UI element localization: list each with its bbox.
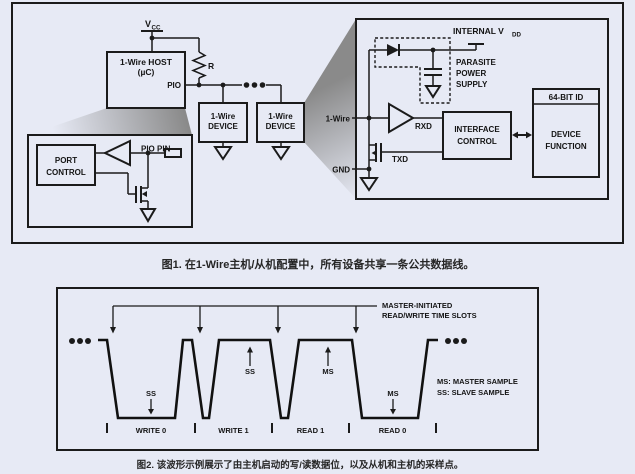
legend-master-sample: MS: MASTER SAMPLE — [437, 377, 518, 386]
host-box — [106, 51, 186, 109]
host-mosfet-arrow — [141, 191, 147, 197]
timeslot-title-line1: MASTER-INITIATED — [382, 301, 453, 310]
host-detail-ground-icon — [139, 208, 157, 223]
figure1-border — [11, 2, 624, 244]
slot-tick-marks — [106, 423, 437, 433]
device-function-box — [532, 88, 600, 178]
port-control-box — [36, 144, 96, 186]
sample-point-ss-write1: SS — [245, 346, 255, 376]
host-mosfet-icon — [135, 186, 142, 203]
txd-mosfet-arrow — [371, 150, 376, 156]
device1-box — [198, 102, 248, 143]
host-pio-pin-label: PIO — [167, 81, 181, 90]
figure2-border — [56, 287, 539, 451]
slot-label-write1: WRITE 1 — [218, 426, 248, 435]
slot-label-read1: READ 1 — [297, 426, 325, 435]
zoom-wedge-left — [28, 108, 192, 135]
rxd-label: RXD — [415, 122, 432, 131]
svg-text:MS: MS — [387, 389, 398, 398]
internal-vdd-sub: DD — [512, 32, 521, 39]
port-control-line1: PORT — [55, 156, 77, 165]
pullup-resistor-icon — [191, 51, 207, 79]
figure1-caption: 图1. 在1-Wire主机/从机配置中，所有设备共享一条公共数据线。 — [162, 257, 475, 271]
bidir-arrow-left — [512, 131, 518, 139]
slot-label-read0: READ 0 — [379, 426, 407, 435]
gnd-pin-label: GND — [332, 166, 350, 175]
slave-detail-box: INTERNAL V DD PARASITE POWER SUPPLY RXD … — [326, 18, 609, 200]
interface-control-box — [442, 111, 512, 160]
waveform-continuation-dots — [69, 338, 467, 344]
host-detail-box: PORT CONTROL PIO PIN — [27, 134, 193, 228]
bidir-arrow-right — [526, 131, 532, 139]
fig1-junction-dots — [145, 35, 436, 172]
internal-vdd-label: INTERNAL V — [453, 26, 504, 36]
resistor-label: R — [208, 61, 214, 71]
interface-line1: INTERFACE — [454, 125, 500, 134]
device2-label-line2: DEVICE — [266, 122, 296, 131]
txd-label: TXD — [392, 155, 408, 164]
device2-box — [256, 102, 305, 143]
slave-ground-icon — [359, 177, 379, 192]
slave-detail-border — [355, 18, 609, 200]
svg-text:MS: MS — [322, 367, 333, 376]
pio-pin-label: PIO PIN — [141, 145, 171, 154]
interface-line2: CONTROL — [457, 137, 497, 146]
pio-pin-pad-icon — [164, 148, 182, 158]
device2-label-line1: 1-Wire — [268, 112, 293, 121]
parasite-capacitor-icon — [424, 68, 442, 76]
slot-label-write0: WRITE 0 — [136, 426, 166, 435]
figure2-waveform: MASTER-INITIATED READ/WRITE TIME SLOTS S… — [56, 287, 539, 451]
vcc-label: V — [145, 19, 151, 29]
sample-point-ss-write0: SS — [146, 389, 156, 415]
figure2-caption: 图2. 该波形示例展示了由主机启动的写/读数据位，以及从机和主机的采样点。 — [137, 459, 464, 471]
legend-slave-sample: SS: SLAVE SAMPLE — [437, 388, 509, 397]
sample-point-ms-read0: MS — [387, 389, 399, 415]
onewire-pin-label: 1-Wire — [326, 115, 351, 124]
device-function-line1: DEVICE — [551, 130, 581, 139]
id-header-label: 64-BIT ID — [549, 93, 584, 102]
vcc-sub-label: CC — [152, 25, 161, 32]
figure1-schematic: V CC R 1-Wire HOST (µC) PIO 1-Wire DEVIC… — [11, 2, 624, 244]
svg-text:SS: SS — [245, 367, 255, 376]
bus-waveform — [98, 338, 438, 420]
sample-point-ms-read1: MS — [322, 346, 334, 376]
svg-text:SS: SS — [146, 389, 156, 398]
fig1-wiring — [141, 30, 282, 147]
device-function-line2: FUNCTION — [545, 142, 587, 151]
port-control-line2: CONTROL — [46, 168, 86, 177]
parasite-label-line2: POWER — [456, 69, 486, 78]
device1-ground-icon — [213, 146, 233, 161]
parasite-label-line3: SUPPLY — [456, 80, 488, 89]
rxd-buffer-icon — [388, 102, 415, 134]
device1-label-line1: 1-Wire — [211, 112, 236, 121]
parasite-diode-icon — [387, 44, 399, 56]
host-label-line1: 1-Wire HOST — [120, 57, 173, 67]
parasite-label-line1: PARASITE — [456, 58, 497, 67]
parasite-power-outline — [374, 37, 451, 104]
device2-ground-icon — [271, 146, 291, 161]
device1-label-line2: DEVICE — [208, 122, 238, 131]
timeslot-markers — [110, 305, 377, 334]
timeslot-title-line2: READ/WRITE TIME SLOTS — [382, 311, 477, 320]
parasite-ground-icon — [424, 85, 442, 99]
zoom-wedge-right — [304, 19, 356, 199]
host-label-line2: (µC) — [138, 67, 155, 77]
